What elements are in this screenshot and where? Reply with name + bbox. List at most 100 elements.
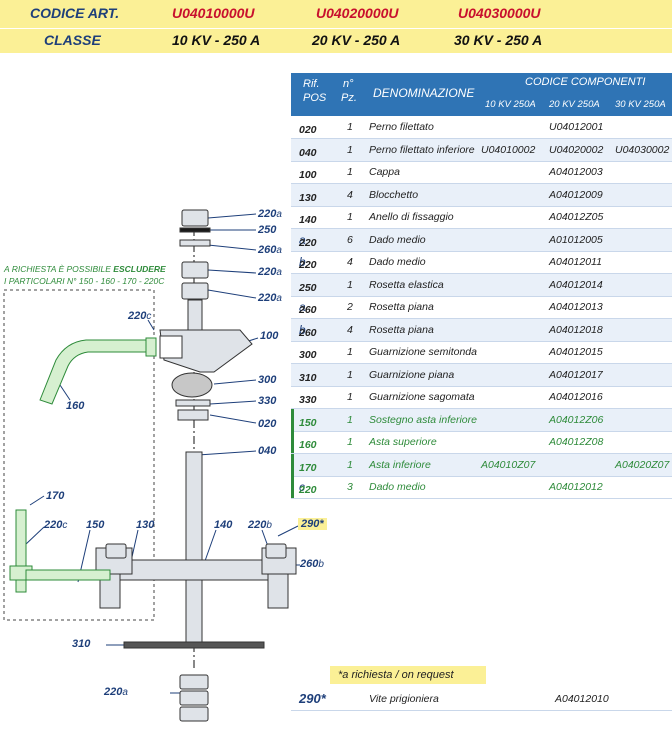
row-name: Sostegno asta inferiore [369,413,477,426]
washer-260a [179,239,211,247]
th-n: n° [343,78,354,90]
label-150: 150 [86,519,105,531]
row-code-20kv: A04012017 [549,368,603,381]
label-100: 100 [260,330,279,342]
row-qty: 1 [347,346,353,358]
pin-020-upper [187,299,203,331]
nut-220a-bot1 [179,674,209,690]
row-name: Asta superiore [369,436,437,448]
row-qty: 3 [347,481,353,493]
row-code-20kv: A04012003 [549,166,603,178]
label-160: 160 [66,400,85,412]
support-150 [25,569,111,581]
row-name: Dado medio [369,481,426,493]
nut-220b-left [105,543,127,559]
nut-220a-bot3 [179,706,209,722]
row-qty: 1 [347,278,353,291]
table-header: Rif. POS n° Pz. DENOMINAZIONE CODICE COM… [291,73,672,116]
pin-020-base [177,409,209,421]
row-code-10kv: A04010Z07 [481,458,536,471]
row-code-20kv: A04012013 [549,301,603,313]
label-140: 140 [214,519,233,531]
row-qty: 1 [347,413,353,426]
label-170: 170 [46,490,65,502]
washer-250 [179,227,211,233]
row-code-20kv: A04012009 [549,188,603,201]
row-name: Asta inferiore [369,458,431,471]
row-code-20kv: A04012015 [549,346,603,358]
codice-label: CODICE ART. [30,5,120,21]
row-name: Rosetta elastica [369,278,444,291]
label-040: 040 [258,445,277,457]
row-name: Dado medio [369,233,426,246]
label-260a: 260a [258,244,282,256]
row-qty: 1 [347,211,353,223]
nut-220c-top [145,337,157,357]
label-250: 250 [258,224,277,236]
header-classes-row: CLASSE 10 KV - 250 A 20 KV - 250 A 30 KV… [0,29,672,53]
nut-220b-right [265,543,287,559]
row-code-20kv: A04012016 [549,391,603,403]
row-code-20kv: A04012018 [549,323,603,336]
row-code-10kv: U04010002 [481,143,536,156]
row-qty: 2 [347,301,353,313]
extra-name: Vite prigioniera [369,693,439,705]
row-qty: 1 [347,391,353,403]
row-name: Rosetta piana [369,301,434,313]
ring-140 [109,559,281,581]
row-code-20kv: A01012005 [549,233,603,246]
classe-label: CLASSE [44,32,101,48]
label-310: 310 [72,638,91,650]
row-name: Dado medio [369,256,426,268]
row-name: Perno filettato inferiore [369,143,475,156]
row-qty: 4 [347,323,353,336]
row-code-20kv: A04012012 [549,481,603,493]
row-code-20kv: A04012014 [549,278,603,291]
gasket-330 [175,399,211,407]
row-qty: 1 [347,458,353,471]
optional-row-marker [291,453,294,476]
optional-parts-warning: A RICHIESTA È POSSIBILE ESCLUDERE I PART… [4,264,166,286]
label-260b: 260b [300,558,324,570]
cap-100-side [159,335,183,359]
label-220c-top: 220c [128,310,152,322]
row-name: Guarnizione sagomata [369,391,475,403]
block-130-right-foot [267,573,289,609]
nut-220a-mid [181,261,209,279]
row-name: Rosetta piana [369,323,434,336]
label-300: 300 [258,374,277,386]
rod-170 [15,509,27,593]
row-name: Anello di fissaggio [369,211,454,223]
nut-220a-top [181,209,209,227]
optional-row-marker [291,431,294,453]
row-code-20kv: A04012011 [549,256,602,268]
code-30kv: U04030000U [458,5,541,21]
row-name: Guarnizione semitonda [369,346,477,358]
optional-row-marker [291,476,294,498]
label-220b: 220b [248,519,272,531]
code-10kv: U04010000U [172,5,255,21]
row-name: Guarnizione piana [369,368,455,381]
optional-row-marker [291,408,294,431]
row-code-20kv: A04012Z06 [549,413,604,426]
cap-100 [159,329,253,373]
th-col-20kv: 20 KV 250A [549,99,600,110]
row-qty: 1 [347,166,353,178]
extra-code: A04012010 [555,693,609,705]
nut-220a-bot2 [179,690,209,706]
